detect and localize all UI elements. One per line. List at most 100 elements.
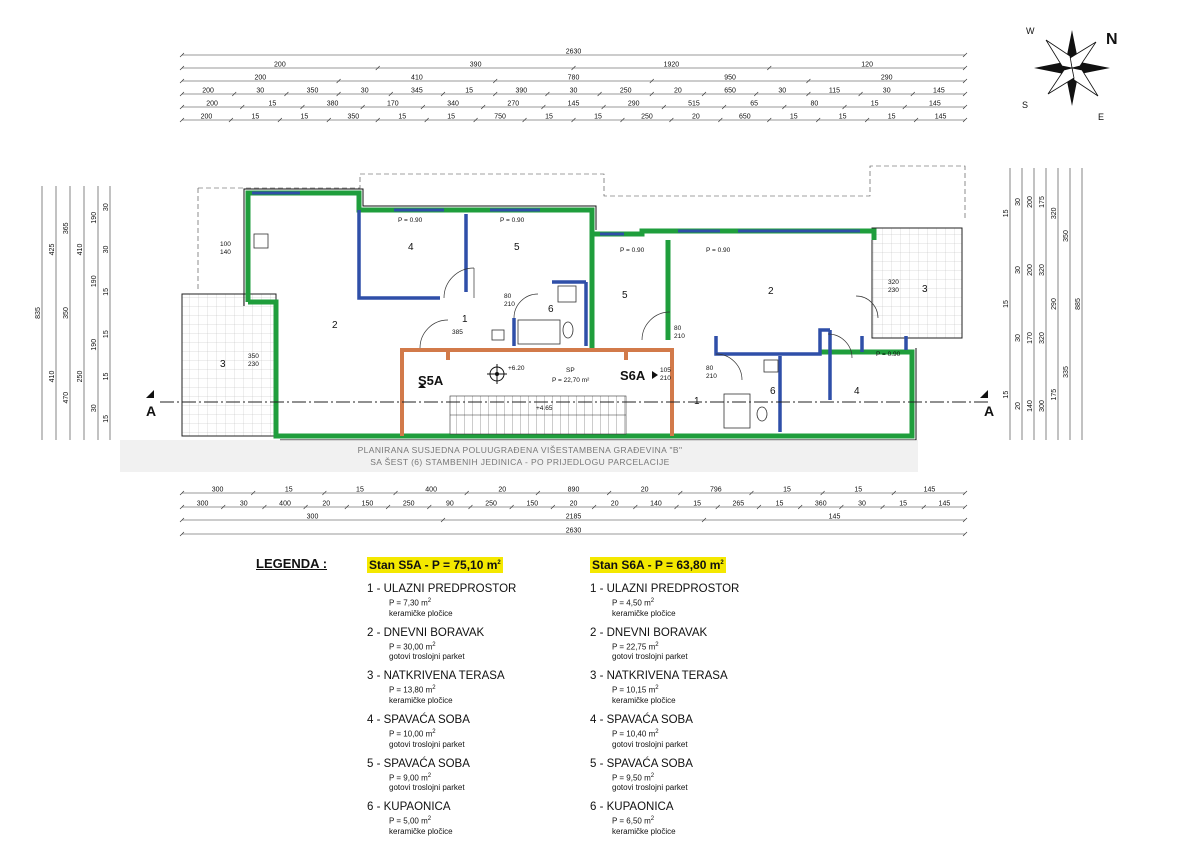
dim-label: 515 bbox=[688, 101, 700, 108]
dim-label: 20 bbox=[1015, 402, 1022, 410]
dim-label: 190 bbox=[91, 275, 98, 287]
dim-label: 145 bbox=[829, 514, 841, 521]
dim-label: 890 bbox=[568, 487, 580, 494]
room-6-s5a: 6 bbox=[548, 304, 554, 315]
room-3-s5a: 3 bbox=[220, 359, 226, 370]
dim-tick bbox=[179, 78, 185, 84]
banner-line-1: PLANIRANA SUSJEDNA POLUUGRAĐENA VIŠESTAM… bbox=[358, 445, 683, 455]
dim-label: 140 bbox=[1027, 400, 1034, 412]
dim-tick bbox=[492, 91, 498, 97]
bathroom-fixtures bbox=[253, 233, 779, 429]
dim-label: 15 bbox=[103, 330, 110, 338]
dim-label: 350 bbox=[347, 114, 359, 121]
dim-tick bbox=[179, 490, 185, 496]
dim-label: 90 bbox=[446, 501, 454, 508]
dim-tick bbox=[535, 490, 541, 496]
dim-tick bbox=[322, 490, 327, 496]
dim-label: 390 bbox=[515, 88, 527, 95]
dim-tick bbox=[597, 91, 602, 97]
label-sp-area: P = 22,70 m² bbox=[552, 377, 590, 384]
dim-tick bbox=[440, 91, 446, 97]
dim-label: 270 bbox=[507, 101, 519, 108]
dim-label: 885 bbox=[1075, 298, 1082, 310]
dim-label: 30 bbox=[778, 88, 786, 95]
room-5-s6a: 5 bbox=[622, 290, 628, 301]
compass-n: N bbox=[1106, 31, 1118, 48]
dim-label: 1920 bbox=[664, 62, 680, 69]
dim-label: 350 bbox=[1063, 230, 1070, 242]
dim-tick bbox=[440, 517, 446, 523]
dim-label: 15 bbox=[871, 101, 879, 108]
dim-tick bbox=[797, 504, 803, 510]
dim-tick bbox=[962, 78, 968, 84]
dim-label: 250 bbox=[403, 501, 415, 508]
dim-label: 30 bbox=[256, 88, 264, 95]
dim-label: 15 bbox=[899, 501, 907, 508]
dim-label: 15 bbox=[398, 114, 406, 121]
dim-label: 300 bbox=[212, 487, 224, 494]
dim-label: 335 bbox=[1063, 366, 1070, 378]
dim-label: 365 bbox=[63, 222, 70, 234]
dim-label: 250 bbox=[641, 114, 653, 121]
dim-tick bbox=[284, 91, 289, 97]
dim-tick bbox=[480, 104, 486, 110]
label-sp: SP bbox=[566, 367, 575, 374]
label-p090-4: P = 0.90 bbox=[706, 247, 731, 254]
dim-tick bbox=[393, 490, 398, 496]
section-line: A A bbox=[146, 390, 994, 419]
dim-label: 30 bbox=[570, 88, 578, 95]
dim-tick bbox=[179, 531, 185, 537]
dim-label: 380 bbox=[327, 101, 339, 108]
dim-label: 320 bbox=[1039, 332, 1046, 344]
dim-label: 30 bbox=[883, 88, 891, 95]
dim-tick bbox=[277, 117, 283, 123]
dim-label: 15 bbox=[103, 373, 110, 381]
dim-tick bbox=[661, 104, 667, 110]
dim-tick bbox=[601, 104, 606, 110]
dim-tick bbox=[806, 91, 811, 97]
dim-label: 835 bbox=[35, 307, 42, 319]
dim-label: 170 bbox=[387, 101, 399, 108]
dim-tick bbox=[962, 65, 968, 71]
dim-tick bbox=[606, 490, 612, 496]
dim-tick bbox=[179, 504, 185, 510]
dim-tick bbox=[375, 65, 380, 71]
entrance-markers bbox=[418, 364, 658, 388]
dim-tick bbox=[649, 91, 655, 97]
dim-tick bbox=[179, 52, 185, 58]
compass-w: W bbox=[1026, 26, 1035, 36]
dim-tick bbox=[842, 104, 847, 110]
dim-tick bbox=[300, 104, 305, 110]
dim-tick bbox=[427, 504, 432, 510]
dim-tick bbox=[571, 65, 576, 71]
dim-label: 950 bbox=[724, 75, 736, 82]
dim-label: 350 bbox=[63, 307, 70, 319]
dim-label: 265 bbox=[732, 501, 744, 508]
room-4-s5a: 4 bbox=[408, 242, 414, 253]
room-1-s5a: 1 bbox=[462, 314, 468, 325]
compass-rose: N W S E bbox=[1022, 26, 1118, 122]
dim-label: 145 bbox=[929, 101, 941, 108]
dim-tick bbox=[756, 504, 762, 510]
dim-tick bbox=[902, 104, 907, 110]
dim-tick bbox=[669, 117, 674, 123]
dim-label: 200 bbox=[254, 75, 266, 82]
dim-label: 15 bbox=[103, 288, 110, 296]
dim-label: 65 bbox=[750, 101, 758, 108]
dim-label: 15 bbox=[1003, 300, 1010, 308]
dim-tick bbox=[550, 504, 556, 510]
dim-label: 15 bbox=[252, 114, 260, 121]
walls-blue bbox=[357, 210, 908, 432]
dim-tick bbox=[385, 504, 391, 510]
dim-tick bbox=[962, 117, 968, 123]
dim-label: 2630 bbox=[566, 528, 582, 535]
dim-tick bbox=[678, 490, 683, 496]
dim-label: 15 bbox=[268, 101, 276, 108]
dim-tick bbox=[649, 78, 655, 84]
dim-tick bbox=[721, 104, 727, 110]
dim-label: 290 bbox=[881, 75, 893, 82]
plan-annotations: P = 0.90 P = 0.90 P = 0.90 P = 0.90 P = … bbox=[220, 217, 901, 412]
